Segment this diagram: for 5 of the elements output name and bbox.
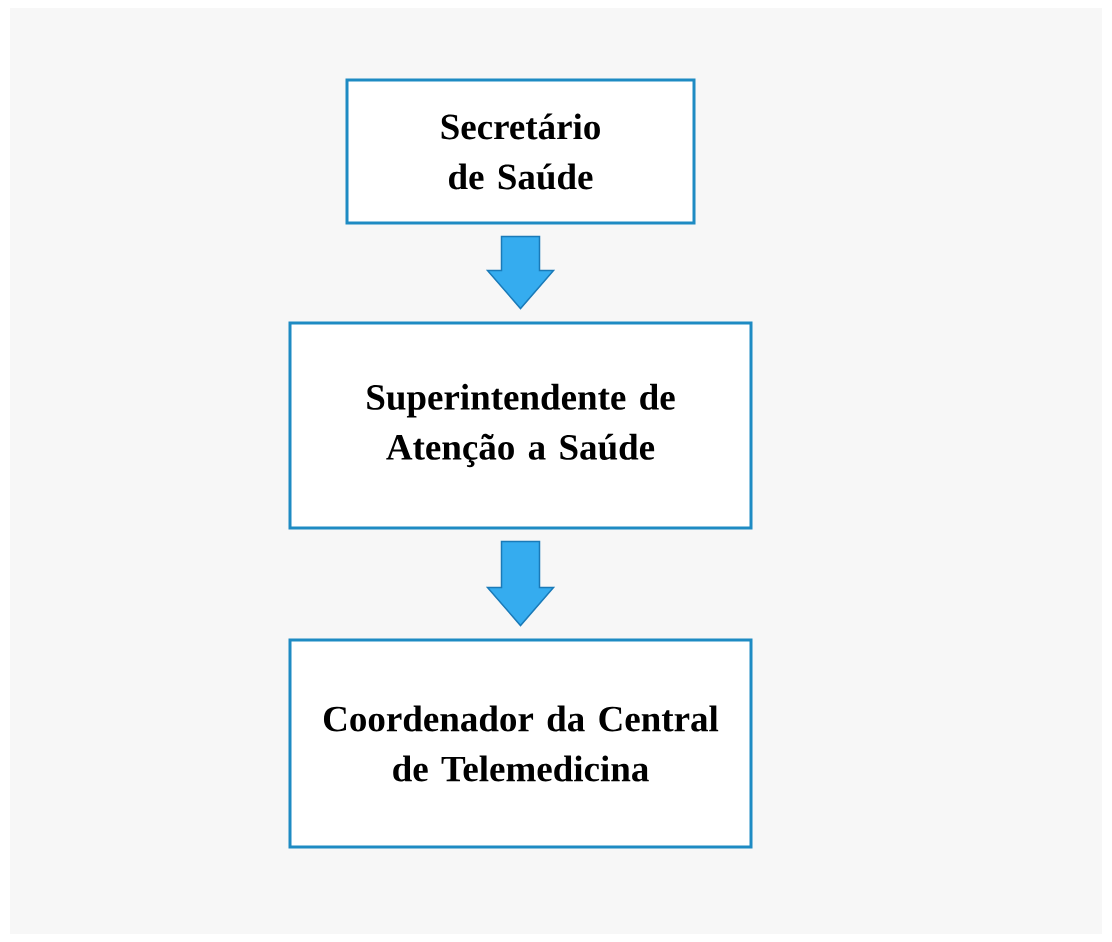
process-box: Secretário de Saúde: [345, 78, 696, 225]
block-arrow: [485, 235, 556, 310]
block-arrow: [485, 540, 556, 627]
process-box: Coordenador da Central de Telemedicina: [288, 638, 753, 849]
process-box: Superintendente de Atenção a Saúde: [288, 321, 753, 530]
